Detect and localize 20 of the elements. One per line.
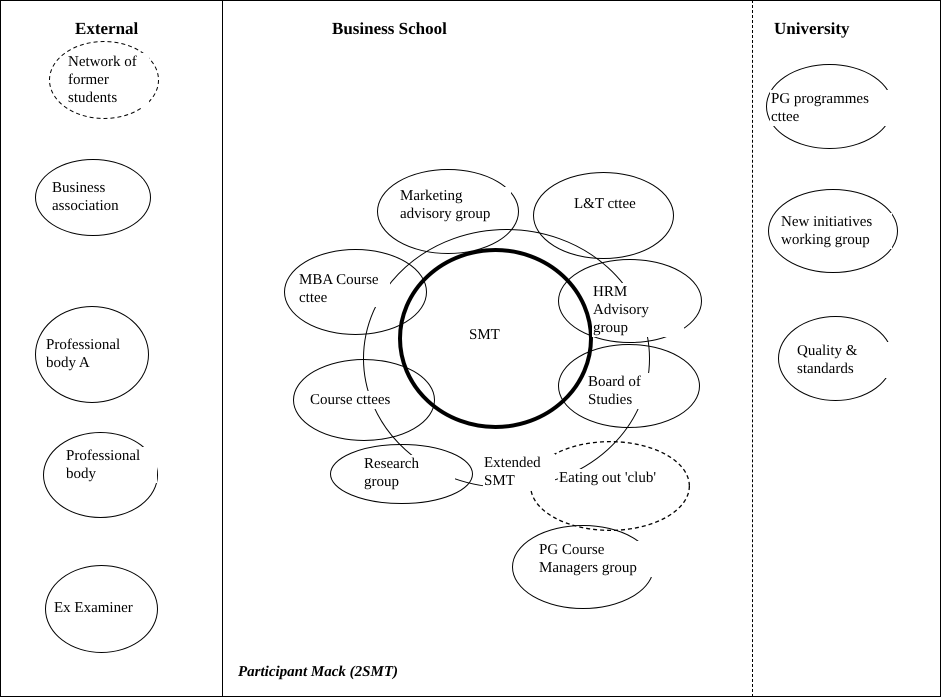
column-heading: University [774, 19, 850, 39]
column-heading: Business School [332, 19, 447, 39]
group-name: Professional body [65, 447, 157, 483]
group-name: PG programmes cttee [770, 90, 893, 126]
group-name: MBA Course cttee [298, 271, 390, 307]
group-name: New initiatives working group [780, 213, 892, 249]
column-heading: External [75, 19, 138, 39]
group-name: PG Course Managers group [538, 541, 654, 577]
column-panel [752, 0, 941, 697]
group-name: Network of former students [67, 53, 149, 107]
group-name: HRM Advisory group [592, 283, 684, 337]
group-name: Eating out 'club' [558, 469, 658, 487]
group-name: Research group [363, 455, 455, 491]
group-name: Extended SMT [483, 454, 555, 490]
column-panel [0, 0, 223, 697]
group-name: Quality & standards [796, 342, 893, 378]
column-panel [222, 0, 753, 697]
group-name: Course cttees [309, 391, 392, 409]
participant-caption: Participant Mack (2SMT) [238, 664, 398, 681]
group-name: Marketing advisory group [399, 187, 511, 223]
